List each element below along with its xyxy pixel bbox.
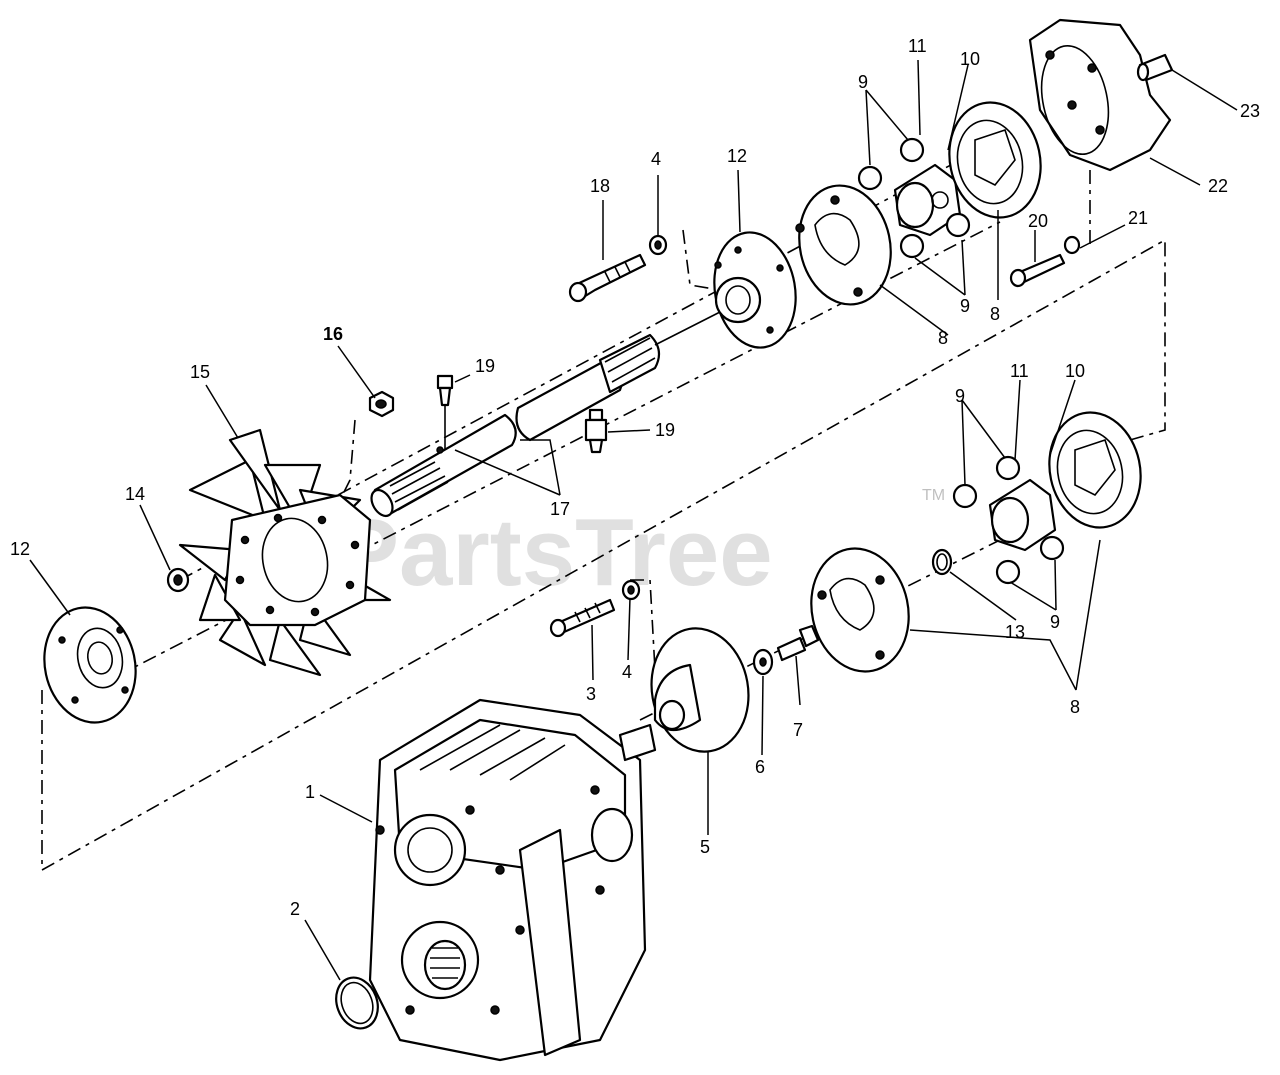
callout-15: 15: [190, 362, 210, 382]
callout-12-upper: 12: [727, 146, 747, 166]
part-22-housing: [1028, 18, 1172, 172]
part-3-bolt: [549, 598, 616, 638]
part-16-nut: [368, 390, 395, 418]
callout-4-upper: 4: [651, 149, 661, 169]
part-15-fan: [178, 428, 392, 677]
callout-1: 1: [305, 782, 315, 802]
callout-18: 18: [590, 176, 610, 196]
callout-19-upper: 19: [475, 356, 495, 376]
callout-14: 14: [125, 484, 145, 504]
part-13-snap-ring: [931, 548, 953, 576]
watermark-text: PartsTree: [335, 499, 773, 606]
callout-9-lower-top: 9: [955, 386, 965, 406]
part-8-coupling-disc-upper: [795, 184, 892, 306]
watermark-trademark: TM: [922, 487, 945, 504]
part-10-cup-lower: [1048, 411, 1142, 529]
part-4-washer-lower: [621, 579, 641, 601]
part-11-universal-yoke-upper: [893, 163, 962, 237]
callout-8-upper-right: 8: [990, 304, 1000, 324]
callout-6: 6: [755, 757, 765, 777]
callout-2: 2: [290, 899, 300, 919]
part-11-universal-yoke-lower: [988, 478, 1057, 552]
callout-23: 23: [1240, 101, 1260, 121]
callout-11-lower: 11: [1010, 361, 1029, 381]
part-19-grease-fitting-upper: [436, 374, 454, 450]
part-20-bolt: [1009, 253, 1066, 288]
callout-20: 20: [1028, 211, 1048, 231]
callout-10-lower: 10: [1065, 361, 1085, 381]
part-12-hub-flange-upper: [713, 231, 797, 349]
callout-17: 17: [550, 499, 570, 519]
part-9-balls-upper: [857, 137, 971, 259]
part-19-grease-fitting-lower: [584, 408, 608, 454]
part-2-o-ring: [335, 976, 379, 1030]
part-14-nut: [166, 567, 190, 593]
part-4-washer-upper: [648, 234, 668, 256]
part-5-hub: [650, 627, 750, 753]
callout-9-upper-bottom: 9: [960, 296, 970, 316]
part-17-drive-shaft: [370, 311, 721, 518]
callout-22: 22: [1208, 176, 1228, 196]
callout-8-upper: 8: [938, 328, 948, 348]
part-8-coupling-disc-lower: [810, 547, 910, 673]
callout-8-lower: 8: [1070, 697, 1080, 717]
callout-13: 13: [1005, 622, 1025, 642]
part-12-flange-left: [43, 606, 137, 724]
callout-11-upper: 11: [908, 36, 927, 56]
callout-7: 7: [793, 720, 803, 740]
part-9-balls-lower: [952, 455, 1065, 585]
callout-10-upper: 10: [960, 49, 980, 69]
callout-3: 3: [586, 684, 596, 704]
callout-21: 21: [1128, 208, 1148, 228]
part-10-cup-upper: [948, 101, 1042, 219]
callout-9-upper-top: 9: [858, 72, 868, 92]
callout-12-lower: 12: [10, 539, 30, 559]
callout-labels: 1 2 3 4 5 6 7 8 13 9 9 11 10 22 23 21 20…: [10, 36, 1260, 919]
callout-9-lower-bottom: 9: [1050, 612, 1060, 632]
callout-4-lower: 4: [622, 662, 632, 682]
part-6-washer: [752, 648, 774, 676]
callout-19-lower: 19: [655, 420, 675, 440]
leader-lines: [29, 59, 1238, 981]
part-1-transmission: [368, 698, 657, 1062]
part-23-pin: [1136, 53, 1174, 82]
callout-16: 16: [323, 324, 343, 344]
part-21-washer: [1063, 235, 1081, 255]
callout-5: 5: [700, 837, 710, 857]
part-7-bolt: [776, 624, 820, 662]
part-18-bolt: [568, 253, 647, 303]
